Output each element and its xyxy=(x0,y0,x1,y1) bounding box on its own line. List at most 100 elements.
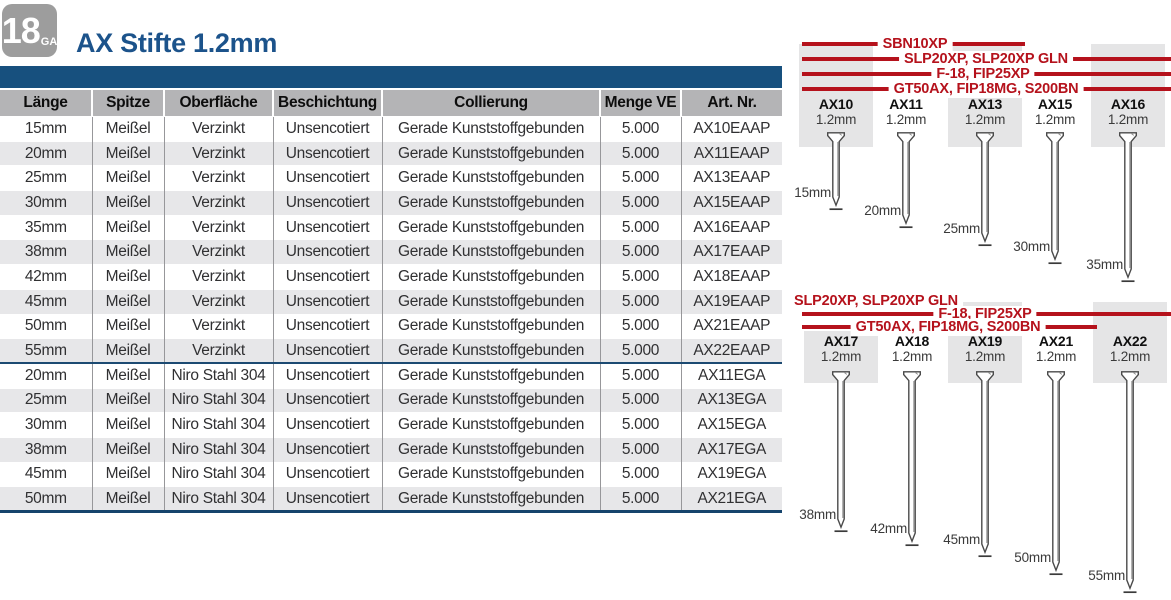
table-cell: 5.000 xyxy=(599,338,681,364)
table-cell: AX17EAAP xyxy=(680,239,782,265)
table-cell: Meißel xyxy=(91,264,164,290)
table-cell: Meißel xyxy=(91,313,164,339)
table-cell: Gerade Kunststoffgebunden xyxy=(381,412,600,438)
table-cell: Meißel xyxy=(91,362,164,389)
table-cell: 5.000 xyxy=(599,486,681,512)
table-cell: Unsencotiert xyxy=(272,140,382,166)
tool-compat-label: GT50AX, FIP18MG, S200BN xyxy=(850,318,1046,336)
column-header: Menge VE xyxy=(599,90,681,117)
table-cell: 5.000 xyxy=(599,214,681,240)
table-cell: 20mm xyxy=(0,140,92,166)
table-cell: Unsencotiert xyxy=(272,486,382,512)
gauge-number: 18 xyxy=(1,9,41,51)
nail-diameter-label: 1.2mm xyxy=(891,349,933,364)
table-cell: Verzinkt xyxy=(163,313,273,339)
tool-compat-label: SLP20XP, SLP20XP GLN xyxy=(899,50,1073,68)
table-cell: Meißel xyxy=(91,338,164,364)
table-cell: Unsencotiert xyxy=(272,239,382,265)
nail-diameter-label: 1.2mm xyxy=(885,112,927,127)
column-header: Oberfläche xyxy=(163,90,273,117)
table-cell: Meißel xyxy=(91,461,164,487)
nail-model-label: AX10 xyxy=(818,96,854,112)
table-cell: Gerade Kunststoffgebunden xyxy=(381,338,600,364)
table-cell: AX19EGA xyxy=(680,461,782,487)
table-cell: 38mm xyxy=(0,436,92,463)
nail-diameter-label: 1.2mm xyxy=(815,112,857,127)
table-cell: Unsencotiert xyxy=(272,264,382,290)
table-cell: Gerade Kunststoffgebunden xyxy=(381,140,600,166)
nail-length-label: 50mm xyxy=(1014,550,1051,565)
table-cell: Meißel xyxy=(91,239,164,265)
column-header: Länge xyxy=(0,90,92,117)
table-cell: 5.000 xyxy=(599,116,681,142)
table-cell: 5.000 xyxy=(599,436,681,463)
nail-length-label: 45mm xyxy=(943,532,980,547)
table-cell: Unsencotiert xyxy=(272,412,382,438)
nail-icon xyxy=(974,371,996,564)
table-cell: 45mm xyxy=(0,288,92,314)
gauge-unit: GA xyxy=(40,36,58,48)
nail-icon xyxy=(901,371,923,553)
nail-icon xyxy=(825,132,847,217)
nail-model-label: AX22 xyxy=(1112,333,1148,349)
table-top-bar xyxy=(0,66,782,88)
table-cell: Verzinkt xyxy=(163,165,273,191)
table-cell: Meißel xyxy=(91,486,164,512)
table-cell: AX16EAAP xyxy=(680,214,782,240)
nail-length-label: 35mm xyxy=(1086,257,1123,272)
table-cell: Gerade Kunststoffgebunden xyxy=(381,461,600,487)
table-cell: 20mm xyxy=(0,362,92,389)
table-cell: Gerade Kunststoffgebunden xyxy=(381,264,600,290)
table-cell: Verzinkt xyxy=(163,214,273,240)
tool-compat-label: SLP20XP, SLP20XP GLN xyxy=(789,292,963,310)
table-cell: Gerade Kunststoffgebunden xyxy=(381,116,600,142)
table-cell: Meißel xyxy=(91,387,164,413)
nail-length-label: 25mm xyxy=(943,221,980,236)
table-cell: 38mm xyxy=(0,239,92,265)
table-cell: AX11EAAP xyxy=(680,140,782,166)
nail-length-label: 30mm xyxy=(1013,239,1050,254)
table-cell: AX22EAAP xyxy=(680,338,782,364)
table-cell: Niro Stahl 304 xyxy=(163,486,273,512)
nail-icon xyxy=(1119,371,1141,600)
table-cell: 15mm xyxy=(0,116,92,142)
table-cell: 30mm xyxy=(0,190,92,216)
table-cell: Unsencotiert xyxy=(272,116,382,142)
nail-icon xyxy=(974,132,996,253)
table-cell: 5.000 xyxy=(599,140,681,166)
table-cell: Verzinkt xyxy=(163,288,273,314)
table-cell: Unsencotiert xyxy=(272,165,382,191)
nail-length-label: 55mm xyxy=(1088,568,1125,583)
table-cell: 5.000 xyxy=(599,264,681,290)
nail-model-label: AX11 xyxy=(889,96,923,112)
table-cell: AX19EAAP xyxy=(680,288,782,314)
table-cell: AX21EGA xyxy=(680,486,782,512)
table-cell: Unsencotiert xyxy=(272,338,382,364)
nail-icon xyxy=(1044,132,1066,271)
nail-length-label: 15mm xyxy=(794,185,831,200)
table-cell: Verzinkt xyxy=(163,264,273,290)
table-cell: Unsencotiert xyxy=(272,461,382,487)
table-cell: Niro Stahl 304 xyxy=(163,436,273,463)
table-cell: Gerade Kunststoffgebunden xyxy=(381,239,600,265)
nail-diameter-label: 1.2mm xyxy=(964,112,1006,127)
column-shade xyxy=(799,44,873,147)
table-cell: Meißel xyxy=(91,288,164,314)
table-cell: Verzinkt xyxy=(163,190,273,216)
